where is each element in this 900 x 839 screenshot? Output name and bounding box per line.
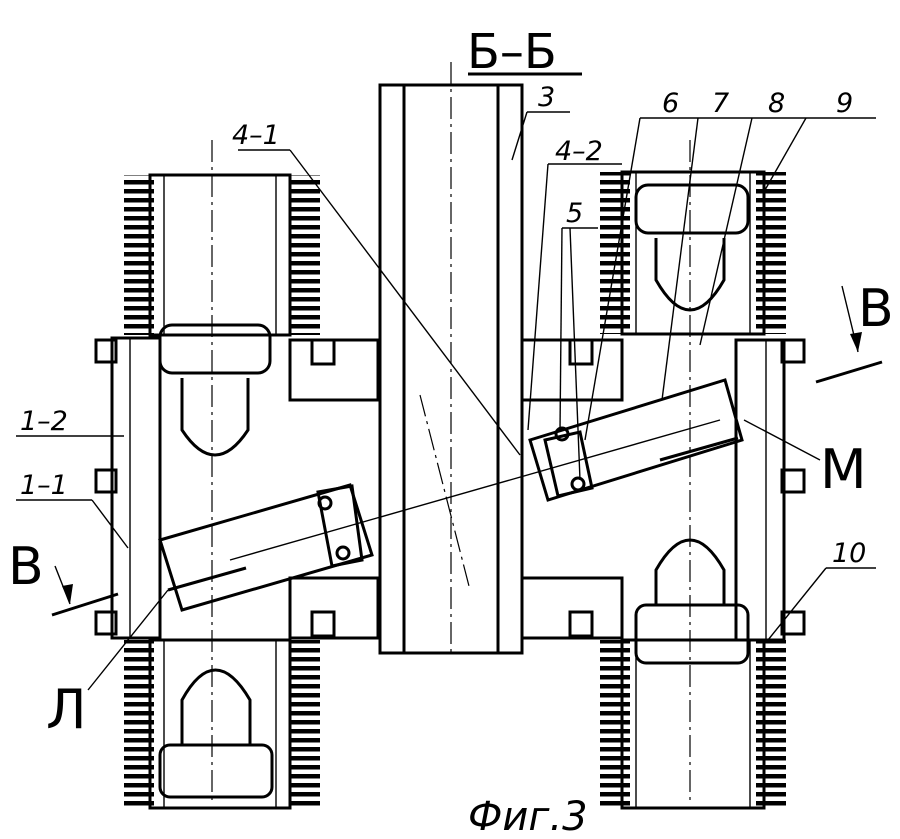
label-10: 10 (832, 538, 866, 569)
section-marker-right: В (858, 279, 894, 339)
label-1-2: 1–2 (20, 406, 68, 437)
letter-l: Л (46, 678, 87, 741)
label-5: 5 (566, 198, 583, 229)
label-6: 6 (662, 88, 679, 119)
central-shaft (378, 62, 524, 655)
section-title: Б–Б (467, 24, 557, 80)
label-9: 9 (836, 88, 853, 119)
section-arrow-left (51, 565, 119, 617)
figure-caption: Фиг.3 (468, 794, 588, 839)
leader-lines (16, 111, 876, 691)
letter-m: М (820, 438, 867, 501)
right-cylinder (520, 140, 806, 810)
label-7: 7 (712, 88, 729, 119)
left-cylinder (94, 140, 380, 810)
label-4-2: 4–2 (555, 136, 603, 167)
label-8: 8 (768, 88, 785, 119)
section-title-group: Б–Б (467, 24, 582, 80)
label-4-1: 4–1 (232, 120, 280, 151)
label-3: 3 (538, 82, 555, 113)
label-1-1: 1–1 (20, 470, 68, 501)
section-arrow-right (815, 285, 883, 384)
section-marker-left: В (8, 537, 44, 597)
